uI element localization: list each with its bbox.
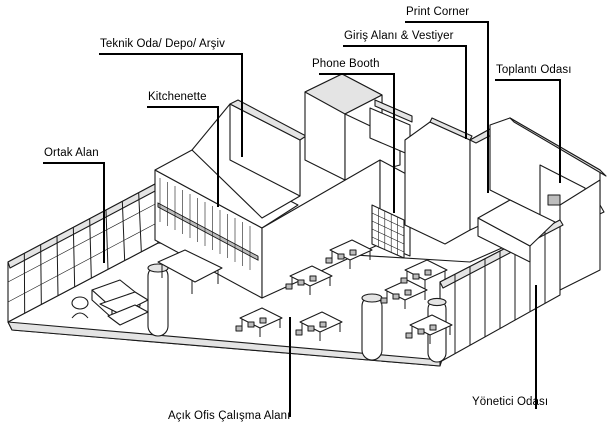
booth-transom	[371, 228, 405, 245]
label-teknik-oda: Teknik Oda/ Depo/ Arşiv	[100, 38, 226, 50]
label-kitchenette: Kitchenette	[148, 91, 207, 103]
executive-rooms	[439, 199, 564, 363]
mullion	[121, 201, 126, 261]
chair	[259, 317, 267, 324]
chair	[309, 275, 317, 282]
phone-booth	[371, 204, 405, 259]
chair	[285, 283, 293, 290]
mullion	[56, 235, 59, 296]
floor-slab-edge	[7, 321, 441, 367]
booth-transom	[371, 236, 405, 253]
mullion	[138, 192, 142, 252]
chair	[297, 279, 305, 286]
chair	[429, 324, 437, 331]
chair	[319, 321, 327, 328]
label-print-corner: Print Corner	[406, 6, 470, 18]
label-yonetici-odasi: Yönetici Odası	[472, 396, 549, 408]
chair	[349, 249, 357, 256]
kitchen-table	[157, 249, 223, 294]
chair	[247, 321, 255, 328]
chair	[404, 289, 412, 296]
chair	[337, 253, 345, 260]
booth-transom	[371, 212, 405, 229]
booth-transom	[371, 220, 405, 237]
core-block	[304, 73, 413, 181]
chair	[405, 332, 413, 339]
open-office-desks	[235, 239, 453, 344]
chair	[325, 257, 333, 264]
mullion	[89, 218, 92, 279]
lounge-furniture	[71, 279, 149, 326]
label-giris-alani: Giriş Alanı & Vestiyer	[344, 30, 454, 42]
mullion	[72, 227, 76, 287]
left-glass-wall	[7, 183, 159, 323]
chair	[412, 273, 420, 280]
meeting-room	[489, 117, 607, 291]
label-acik-ofis: Açık Ofis Çalışma Alanı	[168, 410, 291, 422]
mullion	[40, 244, 42, 305]
label-ortak-alan: Ortak Alan	[44, 147, 99, 159]
chair	[235, 325, 243, 332]
leader-lines	[43, 21, 561, 417]
transom	[7, 223, 157, 303]
chair	[380, 297, 388, 304]
label-phone-booth: Phone Booth	[312, 58, 380, 70]
chair	[307, 325, 315, 332]
chair	[295, 329, 303, 336]
label-toplanti-odasi: Toplantı Odası	[496, 64, 572, 76]
chair	[392, 293, 400, 300]
transom	[7, 203, 157, 283]
chair	[424, 269, 432, 276]
chair	[417, 328, 425, 335]
mullion	[105, 209, 109, 270]
chair	[400, 277, 408, 284]
